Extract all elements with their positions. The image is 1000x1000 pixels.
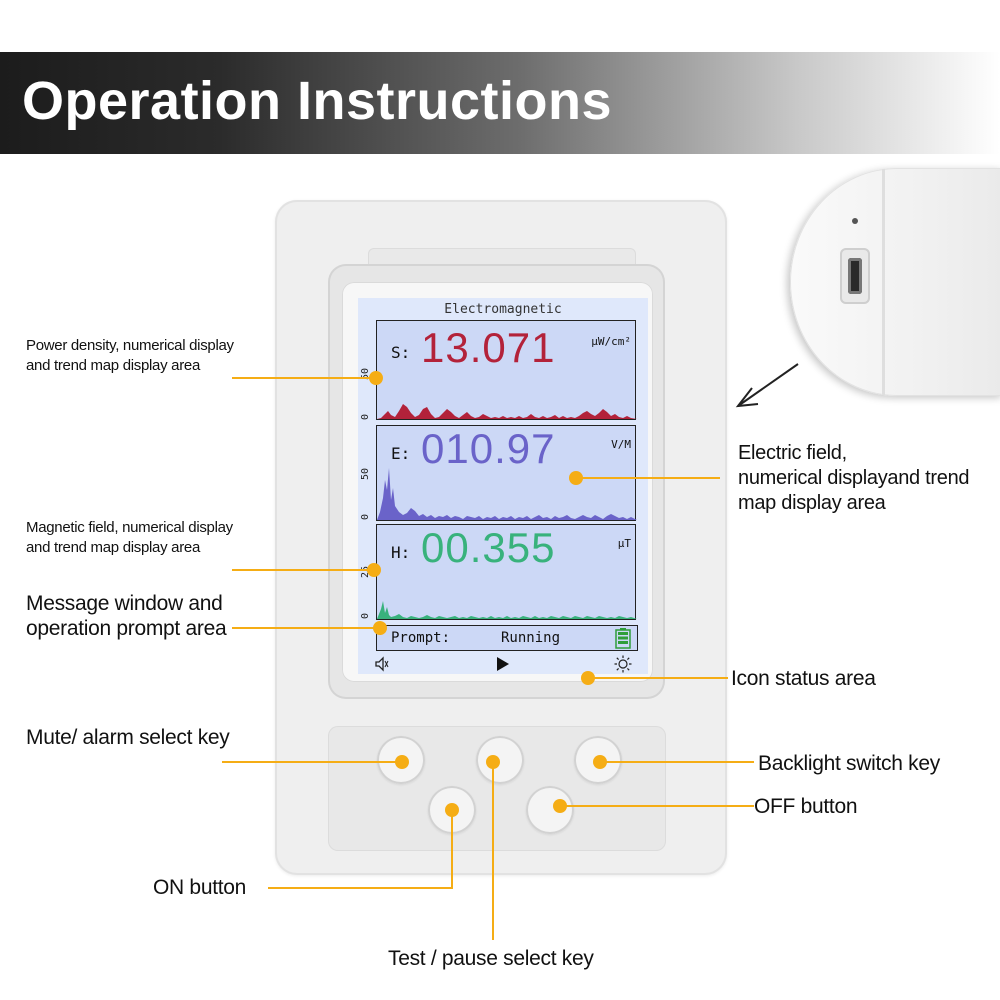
callout-power-density-line-2: and trend map display area (26, 357, 200, 374)
prompt-label: Prompt: (391, 630, 451, 646)
lcd-screen: Electromagnetic S: 13.071 μW/cm² 50 0 E:… (358, 298, 648, 674)
electric-field-value: 010.97 (421, 425, 556, 472)
callout-message-window-line-1: Message window and (26, 592, 223, 615)
callout-message-window-line-2: operation prompt area (26, 617, 227, 640)
power-density-trend-chart (377, 404, 637, 419)
magnetic-field-panel: H: 00.355 μT (376, 524, 637, 620)
callout-magnetic-field: Magnetic field, numerical display and tr… (26, 518, 233, 558)
prompt-bar: Prompt: Running (376, 625, 638, 651)
speaker-icon (375, 656, 389, 672)
usb-port-icon (848, 258, 862, 294)
callout-dot-message-window (373, 621, 387, 635)
power-density-unit: μW/cm² (591, 335, 631, 348)
magnetic-field-label: H: (391, 543, 411, 562)
usb-port-closeup (790, 168, 1000, 396)
screen-title: Electromagnetic (444, 302, 562, 317)
callout-dot-off-button (553, 799, 567, 813)
callout-magnetic-field-line-1: Magnetic field, numerical display (26, 519, 233, 536)
callout-dot-magnetic-field (367, 563, 381, 577)
callout-power-density-line-1: Power density, numerical display (26, 337, 234, 354)
callout-message-window: Message window and operation prompt area (26, 591, 227, 641)
usb-port-housing (840, 248, 870, 304)
battery-icon (615, 628, 631, 649)
brightness-icon (614, 655, 632, 673)
callout-dot-backlight-key (593, 755, 607, 769)
electric-field-label: E: (391, 444, 411, 463)
electric-field-trend-chart (377, 468, 637, 520)
callout-on-button: ON button (153, 876, 247, 899)
icon-status-row (358, 654, 648, 674)
callout-dot-power-density (369, 371, 383, 385)
callout-electric-field-line-3: map display area (738, 492, 886, 514)
callout-dot-electric-field (569, 471, 583, 485)
magnetic-field-value: 00.355 (421, 524, 556, 571)
magnetic-field-unit: μT (617, 537, 631, 550)
power-density-label: S: (391, 343, 411, 362)
power-density-panel: S: 13.071 μW/cm² (376, 320, 637, 420)
callout-power-density: Power density, numerical display and tre… (26, 336, 234, 376)
electric-field-panel: E: 010.97 V/M (376, 425, 637, 521)
callout-backlight-key: Backlight switch key (758, 752, 940, 775)
callout-magnetic-field-line-2: and trend map display area (26, 539, 200, 556)
callout-dot-icon-status (581, 671, 595, 685)
callout-electric-field-line-2: numerical displayand trend (738, 467, 970, 489)
callout-electric-field-line-1: Electric field, (738, 442, 847, 464)
callout-electric-field: Electric field, numerical displayand tre… (738, 441, 970, 516)
callout-test-key: Test / pause select key (388, 947, 594, 970)
callout-dot-on-button (445, 803, 459, 817)
indicator-led (852, 218, 858, 224)
magnetic-field-trend (377, 601, 637, 619)
magnetic-field-trend-chart (377, 601, 637, 619)
inset-seam (882, 168, 885, 396)
page-title: Operation Instructions (22, 71, 613, 131)
electric-field-unit: V/M (611, 438, 631, 451)
callout-off-button: OFF button (754, 795, 858, 818)
power-density-trend (377, 404, 637, 419)
off-button[interactable] (526, 786, 574, 834)
play-icon (497, 657, 509, 671)
callout-icon-status: Icon status area (731, 667, 876, 690)
callout-dot-test-key (486, 755, 500, 769)
header-banner (0, 52, 1000, 154)
power-density-value: 13.071 (421, 324, 556, 371)
test-pause-key[interactable] (476, 736, 524, 784)
callout-dot-mute-key (395, 755, 409, 769)
prompt-status: Running (501, 630, 561, 646)
electric-field-trend (377, 468, 637, 520)
callout-mute-key: Mute/ alarm select key (26, 726, 230, 749)
